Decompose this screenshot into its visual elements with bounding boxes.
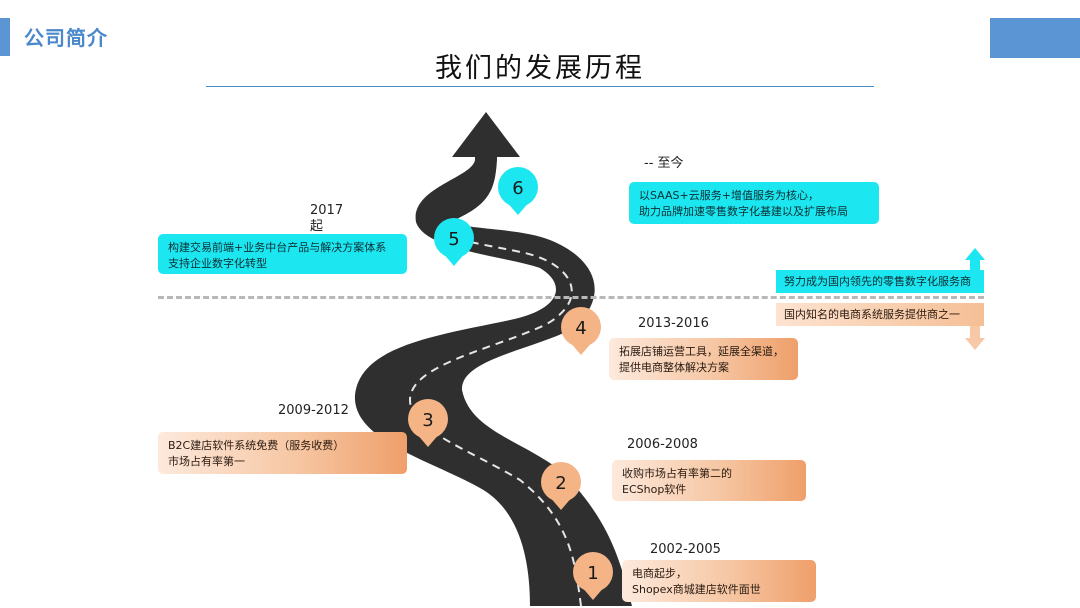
arrow-up-icon (965, 248, 985, 272)
pin-number: 1 (587, 563, 598, 584)
milestone-pin-6: 6 (498, 167, 538, 215)
pin-number: 2 (555, 473, 566, 494)
pin-number: 4 (575, 318, 586, 339)
milestone-desc-3: B2C建店软件系统免费（服务收费） 市场占有率第一 (158, 432, 407, 474)
pin-number: 3 (422, 410, 433, 431)
milestone-year-3: 2009-2012 (278, 403, 349, 418)
milestone-desc-5: 构建交易前端+业务中台产品与解决方案体系 支持企业数字化转型 (158, 234, 407, 274)
road-arrow-head (452, 112, 520, 157)
milestone-desc-4: 拓展店铺运营工具，延展全渠道， 提供电商整体解决方案 (609, 338, 798, 380)
milestone-year-5: 2017 起 (310, 203, 343, 235)
road-body (355, 155, 632, 606)
legend-goal: 努力成为国内领先的零售数字化服务商 (776, 270, 984, 293)
milestone-year-2: 2006-2008 (627, 437, 698, 452)
milestone-desc-2: 收购市场占有率第二的 ECShop软件 (612, 460, 806, 501)
legend-status: 国内知名的电商系统服务提供商之一 (776, 303, 984, 326)
milestone-desc-1: 电商起步， Shopex商城建店软件面世 (622, 560, 816, 602)
arrow-down-icon (965, 326, 985, 350)
milestone-year-6: -- 至今 (644, 152, 684, 171)
milestone-year-4: 2013-2016 (638, 316, 709, 331)
milestone-year-1: 2002-2005 (650, 542, 721, 557)
milestone-pin-5: 5 (434, 218, 474, 266)
pin-number: 5 (448, 229, 459, 250)
pin-number: 6 (512, 178, 523, 199)
milestone-pin-4: 4 (561, 307, 601, 355)
phase-divider (158, 296, 984, 299)
milestone-desc-6: 以SAAS+云服务+增值服务为核心， 助力品牌加速零售数字化基建以及扩展布局 (629, 182, 879, 224)
